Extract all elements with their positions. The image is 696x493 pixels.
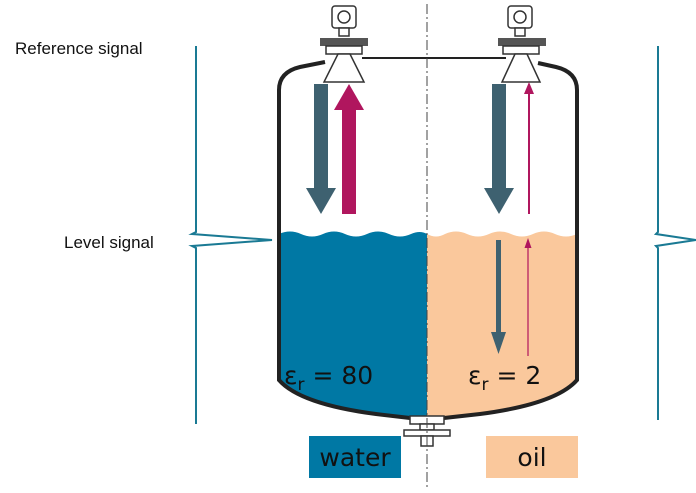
emitted-signal-arrow-oil	[484, 84, 514, 214]
water-liquid	[279, 231, 427, 418]
radar-transmitter-left	[320, 5, 368, 83]
emitted-signal-arrow-water	[306, 84, 336, 214]
tank-outline	[277, 60, 579, 420]
oil-legend-box	[486, 436, 578, 478]
oil-liquid	[427, 231, 577, 418]
oil-permittivity-label: εr = 2	[468, 361, 541, 395]
water-permittivity-label: εr = 80	[284, 361, 373, 395]
reference-signal-label: Reference signal	[15, 39, 143, 58]
left-signal-trace	[188, 46, 273, 424]
reflected-signal-arrow-in-oil	[524, 238, 532, 356]
reflected-signal-arrow-water	[334, 84, 364, 214]
emitted-signal-arrow-in-oil	[491, 240, 506, 354]
water-legend-label: water	[319, 443, 391, 472]
reflected-signal-arrow-oil	[524, 82, 534, 214]
water-legend-box	[309, 436, 401, 478]
oil-legend-label: oil	[517, 443, 546, 472]
right-signal-trace	[653, 46, 696, 420]
level-signal-label: Level signal	[64, 233, 154, 252]
radar-transmitter-right	[498, 5, 546, 83]
